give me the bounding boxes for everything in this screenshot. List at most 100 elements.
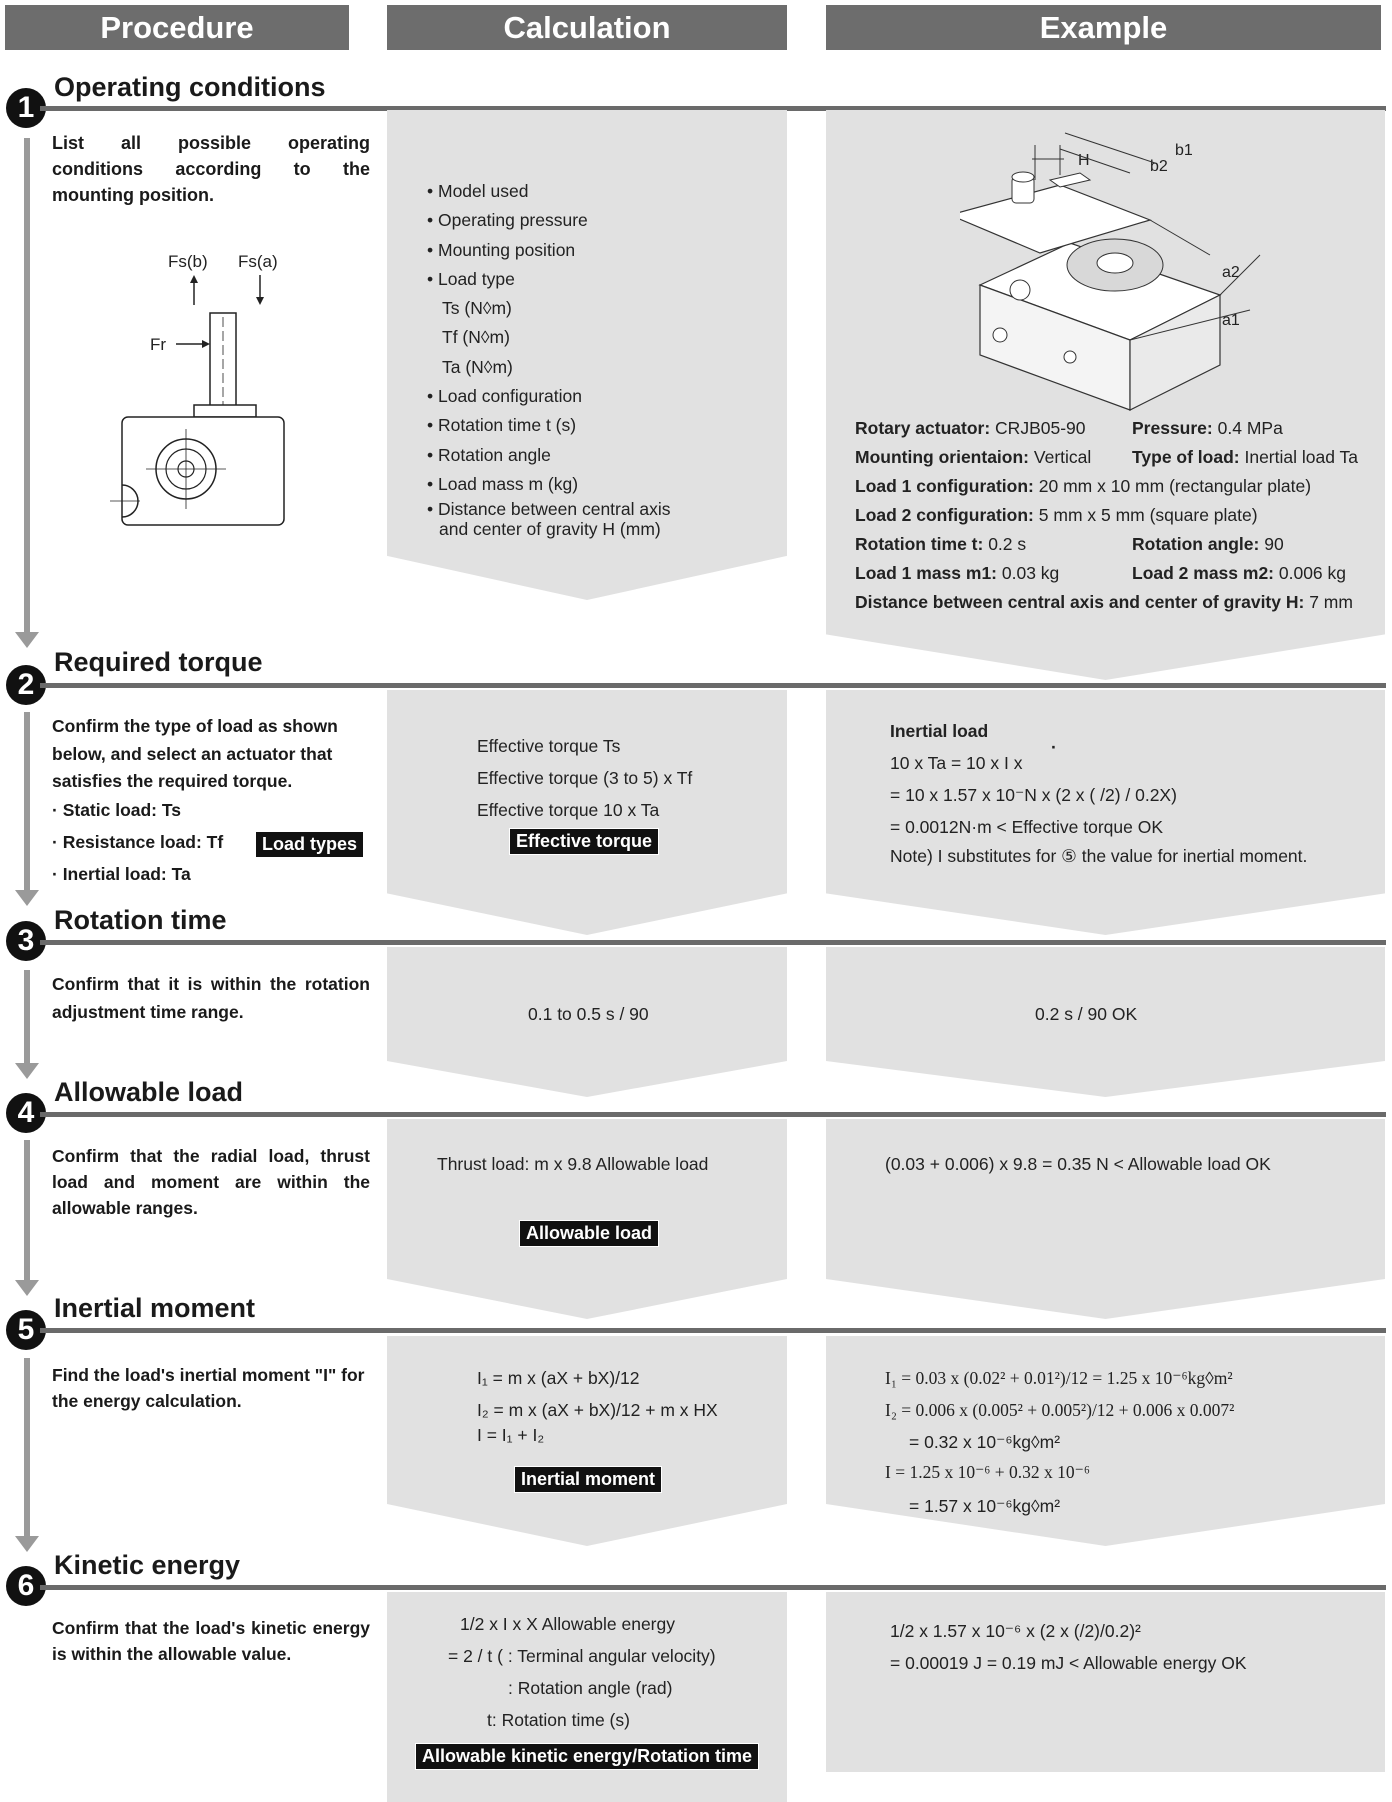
flow-arrow-5 xyxy=(24,1358,30,1536)
allowable-kinetic-energy-tag[interactable]: Allowable kinetic energy/Rotation time xyxy=(415,1743,760,1770)
calc6-line3: : Rotation angle (rad) xyxy=(508,1678,673,1698)
load2-value: 5 mm x 5 mm (square plate) xyxy=(1038,505,1258,525)
section-5-title: Inertial moment xyxy=(54,1293,256,1323)
section-1-rule xyxy=(40,106,1386,111)
section-1-number: 1 xyxy=(6,88,46,128)
example-panel-3 xyxy=(826,947,1385,1097)
ex1-mass2: Load 2 mass m2: 0.006 kg xyxy=(1132,563,1346,584)
section-5-rule xyxy=(40,1328,1386,1333)
allowable-load-tag[interactable]: Allowable load xyxy=(519,1220,660,1247)
flow-arrow-4 xyxy=(24,1140,30,1280)
pressure-value: 0.4 MPa xyxy=(1217,418,1283,438)
ex6-line2: = 0.00019 J = 0.19 mJ < Allowable energy… xyxy=(890,1653,1247,1673)
ex5-line4: I = 1.25 x 10⁻⁶ + 0.32 x 10⁻⁶ xyxy=(885,1462,1090,1482)
load1-label: Load 1 configuration: xyxy=(855,476,1034,496)
section-6-number: 6 xyxy=(6,1566,46,1606)
example-panel-4 xyxy=(826,1119,1385,1319)
example-panel-6 xyxy=(826,1592,1385,1772)
example-panel-2 xyxy=(826,690,1385,935)
flow-arrowhead-4 xyxy=(15,1280,39,1296)
flow-arrowhead-1 xyxy=(15,632,39,648)
mass1-label: Load 1 mass m1: xyxy=(855,563,997,583)
calc-panel-2 xyxy=(387,690,787,935)
ex2-line1: Inertial load xyxy=(890,721,989,741)
calc-item-rotation-angle: • Rotation angle xyxy=(427,444,551,465)
calc-item-load-mass: • Load mass m (kg) xyxy=(427,473,579,494)
flow-arrowhead-3 xyxy=(15,1063,39,1079)
mass2-label: Load 2 mass m2: xyxy=(1132,563,1274,583)
header-example: Example xyxy=(826,5,1381,50)
fr-label: Fr xyxy=(150,335,166,354)
calc-item-ts: Ts (N◊m) xyxy=(442,298,512,319)
header-procedure: Procedure xyxy=(5,5,349,50)
section-2-rule xyxy=(40,683,1386,688)
flow-arrow-2 xyxy=(24,712,30,890)
ex1-distance: Distance between central axis and center… xyxy=(855,592,1353,613)
calc-item-ta: Ta (N◊m) xyxy=(442,356,513,377)
flow-arrow-1 xyxy=(24,138,30,632)
ex4-line: (0.03 + 0.006) x 9.8 = 0.35 N < Allowabl… xyxy=(885,1154,1271,1174)
calc-item-pressure: • Operating pressure xyxy=(427,210,588,231)
fs-b-label: Fs(b) xyxy=(168,252,208,271)
ex1-rot-time: Rotation time t: 0.2 s xyxy=(855,534,1026,555)
section-6-procedure: Confirm that the load's kinetic energy i… xyxy=(52,1618,370,1664)
rotary-actuator-value: CRJB05-90 xyxy=(995,418,1086,438)
section-6-rule xyxy=(40,1585,1386,1590)
rotary-actuator-label: Rotary actuator: xyxy=(855,418,991,438)
pressure-label: Pressure: xyxy=(1132,418,1213,438)
ex5-line1: I₁ = 0.03 x (0.02² + 0.01²)/12 = 1.25 x … xyxy=(885,1368,1233,1388)
calc6-line1: 1/2 x I x X Allowable energy xyxy=(460,1614,675,1634)
section-3-title: Rotation time xyxy=(54,905,227,935)
section-5-number: 5 xyxy=(6,1310,46,1350)
ex5-line2: I₂ = 0.006 x (0.005² + 0.005²)/12 + 0.00… xyxy=(885,1400,1235,1420)
calc-list-1: • Model used • Operating pressure • Moun… xyxy=(427,177,670,539)
rot-time-label: Rotation time t: xyxy=(855,534,984,554)
effective-torque-tag[interactable]: Effective torque xyxy=(509,828,660,855)
flow-arrow-3 xyxy=(24,970,30,1063)
ex2-dot: · xyxy=(1051,737,1057,757)
calc-panel-4 xyxy=(387,1119,787,1319)
ex5-line3: = 0.32 x 10⁻⁶kg◊m² xyxy=(909,1432,1061,1452)
fs-a-label: Fs(a) xyxy=(238,252,278,271)
ex3-line: 0.2 s / 90 OK xyxy=(1035,1004,1138,1024)
calc-panel-5 xyxy=(387,1336,787,1546)
bullet-inertial-load: · Inertial load: Ta xyxy=(52,864,191,884)
ex2-line4: = 0.0012N·m < Effective torque OK xyxy=(890,817,1164,837)
ex1-row1: Rotary actuator: CRJB05-90 xyxy=(855,418,1086,439)
section-6-title: Kinetic energy xyxy=(54,1550,241,1580)
ex1-pressure: Pressure: 0.4 MPa xyxy=(1132,418,1283,439)
section-3-procedure: Confirm that it is within the rotation a… xyxy=(52,974,370,1022)
example-panel-5 xyxy=(826,1336,1385,1546)
actuator-figure: H b1 b2 a2 a1 xyxy=(960,132,1261,411)
calc2-line3: Effective torque 10 x Ta xyxy=(477,800,660,820)
section-5-procedure: Find the load's inertial moment "I" for … xyxy=(52,1365,365,1411)
calc5-line2: I₂ = m x (aX + bX)/12 + m x HX xyxy=(477,1400,718,1420)
calc-item-model: • Model used xyxy=(427,181,529,201)
calc5-line1: I₁ = m x (aX + bX)/12 xyxy=(477,1368,640,1388)
calc6-line4: t: Rotation time (s) xyxy=(487,1710,630,1730)
dim-a2-label: a2 xyxy=(1222,264,1240,281)
section-2-title: Required torque xyxy=(54,647,263,677)
section-2-number: 2 xyxy=(6,665,46,705)
calc5-line3: I = I₁ + I₂ xyxy=(477,1425,545,1445)
load-type-label: Type of load: xyxy=(1132,447,1240,467)
ex2-line5: Note) I substitutes for ⑤ the value for … xyxy=(890,846,1308,866)
section-1-procedure: List all possible operating conditions a… xyxy=(52,133,370,205)
distance-label: Distance between central axis and center… xyxy=(855,592,1305,612)
flow-arrowhead-2 xyxy=(15,890,39,906)
calc-item-rotation-time: • Rotation time t (s) xyxy=(427,415,577,436)
dim-b2-label: b2 xyxy=(1150,158,1168,175)
inertial-moment-tag[interactable]: Inertial moment xyxy=(514,1466,663,1493)
ex1-load-type: Type of load: Inertial load Ta xyxy=(1132,447,1358,468)
ex1-row2: Mounting orientaion: Vertical xyxy=(855,447,1091,468)
calc-panel-3 xyxy=(387,947,787,1097)
rot-angle-value: 90 xyxy=(1264,534,1284,554)
ex1-load2: Load 2 configuration: 5 mm x 5 mm (squar… xyxy=(855,505,1258,526)
ex5-line5: = 1.57 x 10⁻⁶kg◊m² xyxy=(909,1496,1061,1516)
section-4-procedure: Confirm that the radial load, thrust loa… xyxy=(52,1146,370,1218)
load-types-tag[interactable]: Load types xyxy=(255,831,365,858)
calc-item-load-type: • Load type xyxy=(427,268,515,289)
rot-angle-label: Rotation angle: xyxy=(1132,534,1260,554)
section-3-rule xyxy=(40,940,1386,945)
calc-item-distance-2: and center of gravity H (mm) xyxy=(439,519,661,540)
